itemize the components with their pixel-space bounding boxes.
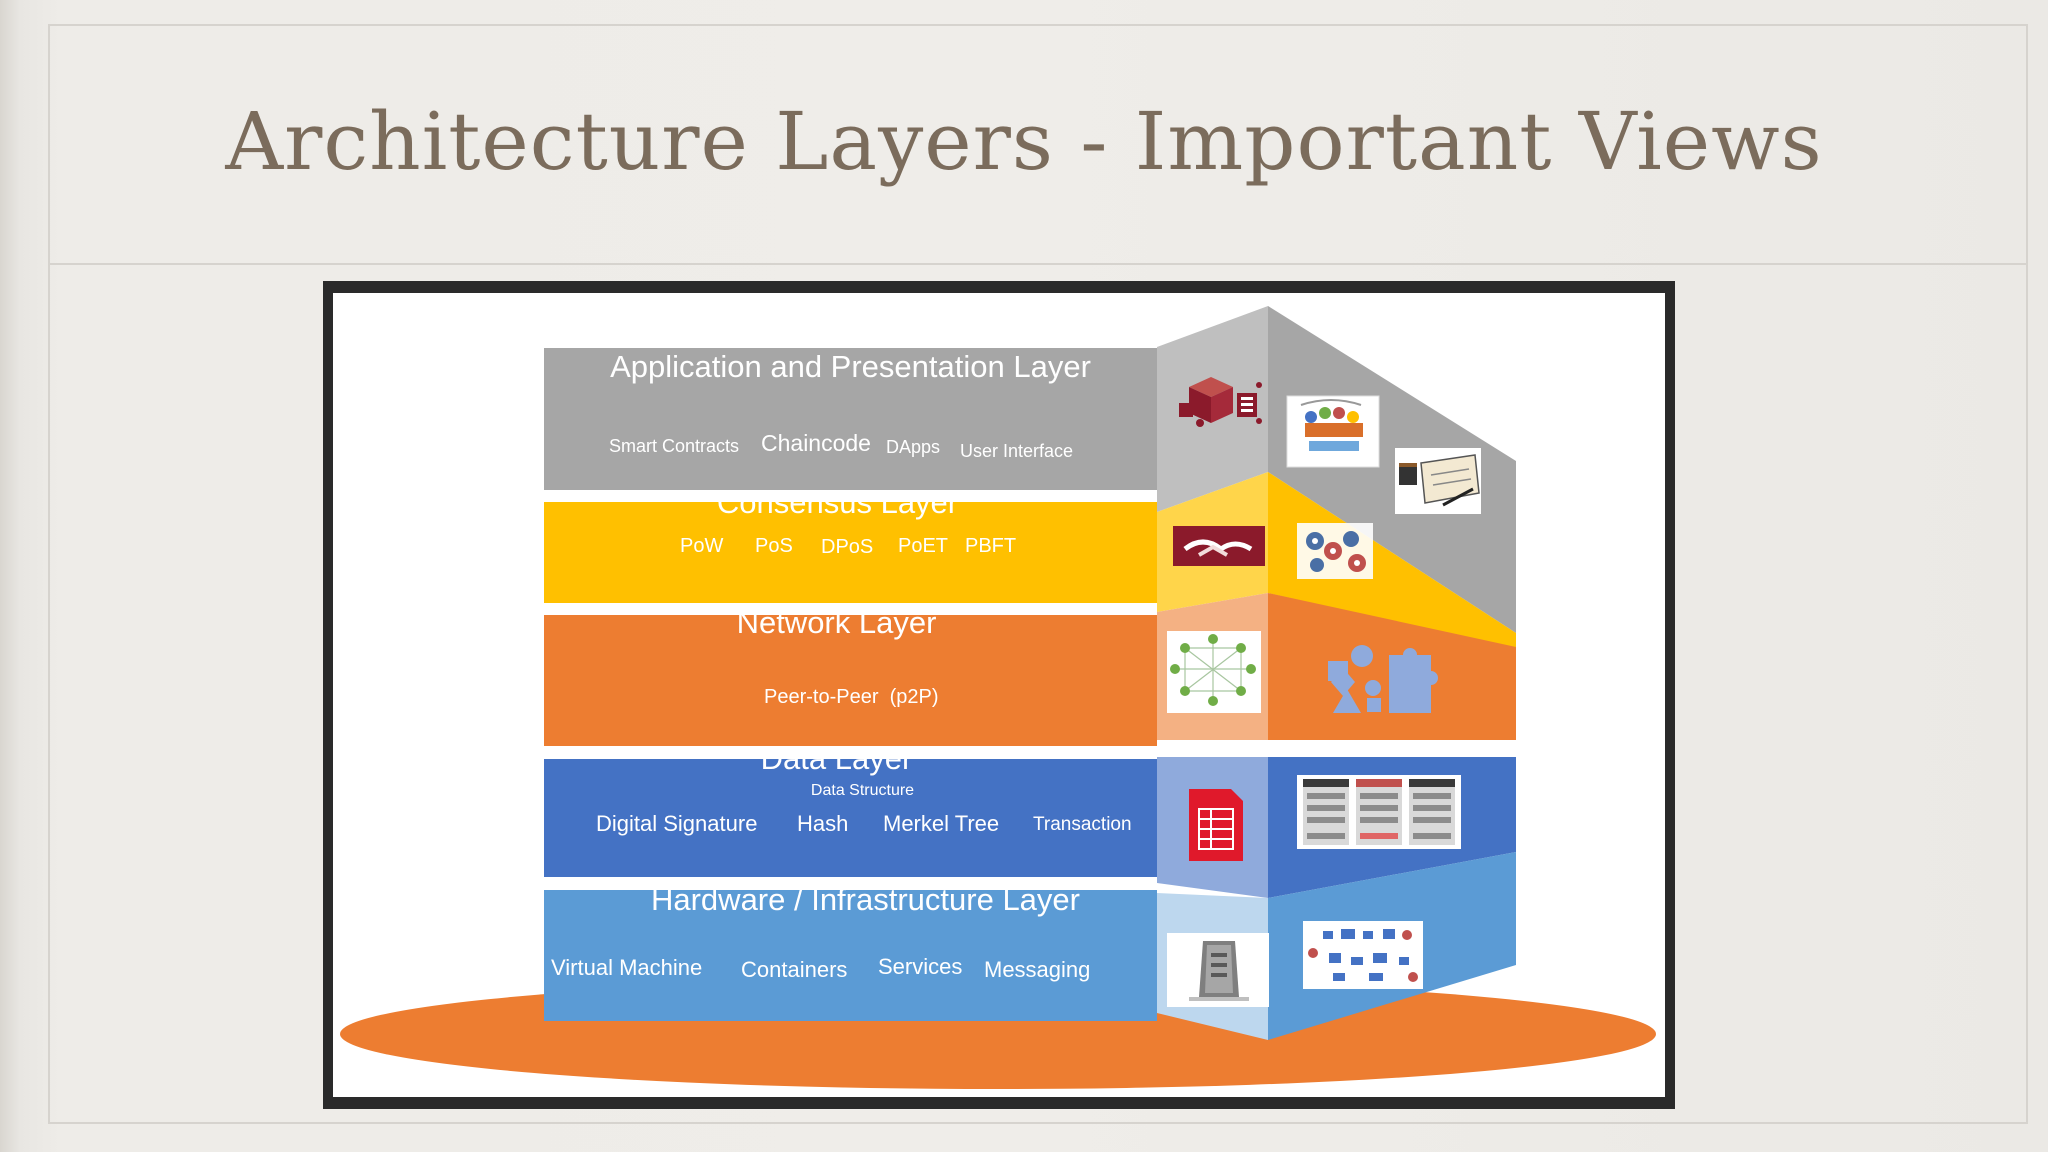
handshake-icon bbox=[1173, 526, 1265, 566]
data-layer-title: Data Layer bbox=[760, 741, 913, 776]
contract-signing-icon bbox=[1395, 448, 1481, 514]
top-rule bbox=[48, 24, 2028, 26]
left-rule bbox=[48, 24, 50, 1124]
data-item-hash: Hash bbox=[797, 811, 849, 836]
bottom-rule bbox=[48, 1122, 2028, 1124]
consensus-item-pbft: PBFT bbox=[965, 535, 1017, 557]
infrastructure-diagram-icon bbox=[1303, 921, 1423, 989]
consensus-item-dpos: DPoS bbox=[821, 536, 874, 558]
consensus-item-pos: PoS bbox=[755, 535, 793, 557]
hardware-item-messaging: Messaging bbox=[984, 957, 1091, 982]
gears-icon bbox=[1297, 523, 1373, 579]
hardware-item-virtual-machine: Virtual Machine bbox=[551, 955, 703, 980]
slide-title: Architecture Layers - Important Views bbox=[225, 95, 1823, 188]
application-item-dapps: DApps bbox=[886, 437, 941, 457]
consensus-item-pow: PoW bbox=[680, 535, 724, 557]
architecture-diagram-canvas: Application and Presentation Layer Smart… bbox=[333, 293, 1665, 1097]
hardware-item-services: Services bbox=[878, 954, 963, 979]
hardware-layer-title: Hardware / Infrastructure Layer bbox=[650, 882, 1080, 917]
architecture-diagram bbox=[340, 306, 1656, 1089]
architecture-picture-frame: Application and Presentation Layer Smart… bbox=[323, 281, 1675, 1109]
application-side-right bbox=[1268, 306, 1516, 633]
network-bar bbox=[544, 615, 1157, 746]
network-layer-title: Network Layer bbox=[736, 605, 937, 640]
hardware-item-containers: Containers bbox=[741, 957, 848, 982]
data-bar bbox=[544, 759, 1157, 877]
hardware-bar bbox=[544, 890, 1157, 1021]
consensus-bar bbox=[544, 502, 1157, 603]
application-item-chaincode: Chaincode bbox=[761, 430, 871, 456]
data-item-merkel-tree: Merkel Tree bbox=[883, 811, 1000, 836]
document-table-icon bbox=[1189, 789, 1243, 861]
data-item-digital-signature: Digital Signature bbox=[596, 811, 758, 836]
application-bar bbox=[544, 348, 1157, 490]
team-collaboration-icon bbox=[1286, 395, 1380, 468]
network-nodes-icon bbox=[1167, 631, 1261, 713]
puzzle-shapes-icon bbox=[1328, 645, 1438, 713]
consensus-side-right bbox=[1268, 472, 1516, 648]
title-rule bbox=[48, 263, 2028, 265]
consensus-layer-title: Consensus Layer bbox=[716, 485, 959, 520]
application-item-smart-contracts: Smart Contracts bbox=[609, 436, 740, 456]
network-item-p2p: Peer-to-Peer (p2P) bbox=[764, 686, 939, 708]
application-layer-title: Application and Presentation Layer bbox=[610, 349, 1091, 384]
data-item-transaction: Transaction bbox=[1033, 814, 1132, 835]
application-item-user-interface: User Interface bbox=[960, 441, 1074, 461]
data-layer-subtitle: Data Structure bbox=[810, 782, 915, 799]
blocks-chain-icon bbox=[1297, 775, 1461, 849]
server-tower-icon bbox=[1167, 933, 1269, 1007]
right-rule bbox=[2026, 24, 2028, 1124]
blockchain-cube-icon bbox=[1179, 377, 1262, 427]
consensus-item-poet: PoET bbox=[898, 535, 949, 557]
